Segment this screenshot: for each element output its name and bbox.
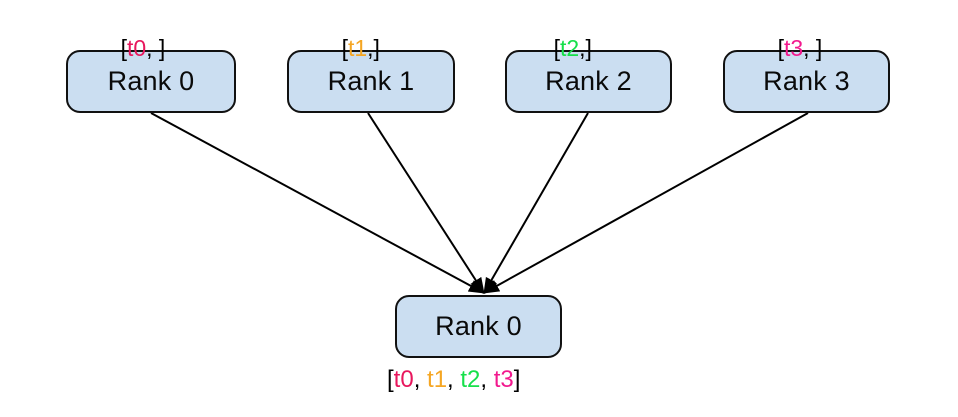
tensor-token-t3: t3 — [783, 35, 804, 61]
tensor-token-t0: t0 — [393, 366, 414, 393]
node-rank-3-src[interactable]: Rank 3 — [723, 50, 890, 113]
separator: , — [413, 366, 428, 393]
tensor-label-rank-3-src: [t3, ] — [752, 14, 823, 83]
edge-group — [150, 112, 809, 294]
tensor-label-rank-2-src: [t2,] — [528, 14, 592, 83]
bracket-open: [ — [120, 35, 127, 61]
bracket-close: ,] — [579, 35, 592, 61]
result-tensor-label: [t0, t1, t2, t3] — [387, 368, 520, 392]
bracket-close: ] — [513, 366, 521, 393]
node-rank-0-src[interactable]: Rank 0 — [66, 50, 236, 113]
node-label: Rank 3 — [763, 66, 850, 96]
edge-rank3 — [483, 112, 809, 294]
node-rank-0-dst[interactable]: Rank 0 — [395, 295, 562, 358]
node-label: Rank 0 — [107, 66, 195, 96]
node-label: Rank 2 — [545, 66, 632, 96]
tensor-label-rank-1-src: [t1,] — [316, 14, 380, 83]
tensor-token-t2: t2 — [559, 35, 580, 61]
bracket-close: ,] — [367, 35, 380, 61]
node-rank-2-src[interactable]: Rank 2 — [505, 50, 672, 113]
tensor-token-t1: t1 — [347, 35, 368, 61]
bracket-open: [ — [387, 366, 394, 393]
tensor-token-t3: t3 — [493, 366, 514, 393]
bracket-open: [ — [777, 35, 784, 61]
tensor-token-t0: t0 — [126, 35, 147, 61]
edge-rank2 — [483, 112, 589, 294]
bracket-open: [ — [553, 35, 560, 61]
separator: , — [480, 366, 494, 393]
bracket-close: , ] — [803, 35, 823, 61]
bracket-open: [ — [341, 35, 348, 61]
tensor-token-t1: t1 — [427, 366, 448, 393]
node-label: Rank 0 — [435, 311, 522, 341]
tensor-token-t2: t2 — [460, 366, 481, 393]
bracket-close: , ] — [146, 35, 166, 61]
node-rank-1-src[interactable]: Rank 1 — [287, 50, 455, 113]
node-label: Rank 1 — [327, 66, 415, 96]
tensor-label-rank-0-src: [t0, ] — [95, 14, 166, 83]
edge-rank0 — [150, 112, 485, 294]
separator: , — [447, 366, 461, 393]
edge-rank1 — [367, 112, 485, 294]
